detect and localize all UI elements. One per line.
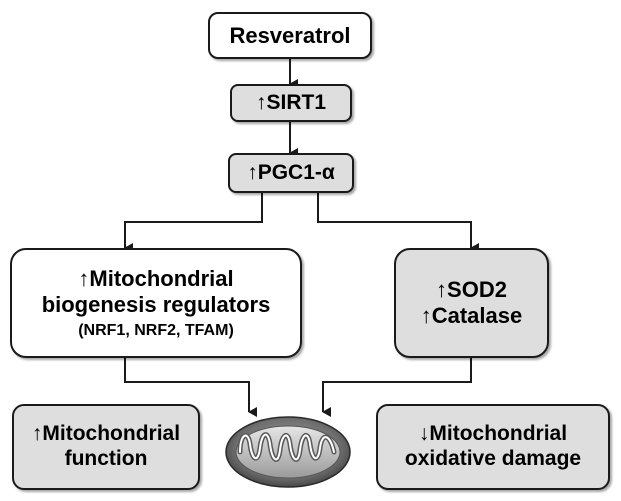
biogenesis-line2: biogenesis regulators xyxy=(41,291,271,317)
arrow-biogenesis-to-mitochondrion xyxy=(124,358,257,417)
arrow-pgc1a-to-antioxidants xyxy=(317,193,479,253)
mitochondrion-icon xyxy=(225,416,351,488)
oxidative-damage-box: ↓Mitochondrial oxidative damage xyxy=(376,404,610,490)
catalase-label: ↑Catalase xyxy=(420,303,523,328)
biogenesis-regulators-box: ↑Mitochondrial biogenesis regulators (NR… xyxy=(10,248,302,358)
arrow-antioxidants-to-mitochondrion xyxy=(322,358,472,417)
antioxidants-box: ↑SOD2 ↑Catalase xyxy=(394,248,549,358)
mitochondrial-function-box: ↑Mitochondrial function xyxy=(12,404,200,490)
resveratrol-box: Resveratrol xyxy=(208,12,372,59)
pgc1a-label: ↑PGC1-α xyxy=(247,160,335,184)
biogenesis-line3: (NRF1, NRF2, TFAM) xyxy=(78,321,234,339)
sirt1-box: ↑SIRT1 xyxy=(230,84,352,122)
arrow-pgc1a-to-biogenesis xyxy=(124,193,263,253)
biogenesis-line1: ↑Mitochondrial xyxy=(78,265,234,291)
function-line2: function xyxy=(64,447,148,470)
resveratrol-label: Resveratrol xyxy=(229,22,351,48)
sirt1-label: ↑SIRT1 xyxy=(255,90,326,114)
damage-line2: oxidative damage xyxy=(404,447,582,470)
function-line1: ↑Mitochondrial xyxy=(31,422,181,446)
pgc1a-box: ↑PGC1-α xyxy=(228,153,354,193)
sod2-label: ↑SOD2 xyxy=(436,277,507,303)
damage-line1: ↓Mitochondrial xyxy=(418,422,568,446)
